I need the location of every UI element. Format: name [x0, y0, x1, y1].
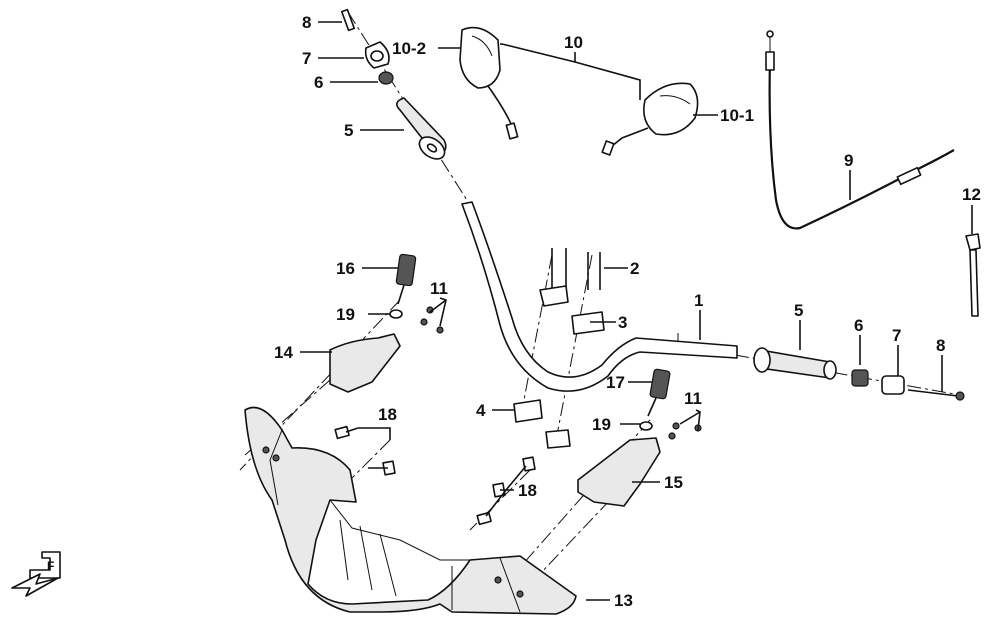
- handlebar: [461, 201, 738, 392]
- label-2: 2: [630, 259, 639, 278]
- label-15: 15: [664, 473, 683, 492]
- callout-labels: 8 7 6 5 10-2 10 10-1 9 12 2 3 4 1 5 6 7 …: [274, 13, 981, 610]
- clamp-assembly: [513, 248, 605, 449]
- label-10-1: 10-1: [720, 106, 754, 125]
- label-12: 12: [962, 185, 981, 204]
- label-5-left: 5: [344, 121, 353, 140]
- left-bracket: [329, 253, 444, 393]
- label-18-bottom: 18: [518, 481, 537, 500]
- label-11-left: 11: [430, 279, 448, 298]
- mirrors: [459, 26, 699, 156]
- label-6-left: 6: [314, 73, 323, 92]
- assembly-axes: [239, 11, 961, 596]
- label-19-right: 19: [592, 415, 611, 434]
- label-8-right: 8: [936, 336, 945, 355]
- right-grip-stack: [753, 347, 965, 401]
- label-16: 16: [336, 259, 355, 278]
- label-17: 17: [606, 373, 625, 392]
- label-7-right: 7: [892, 326, 901, 345]
- left-grip-stack: [340, 8, 447, 160]
- front-cover: [244, 406, 577, 615]
- label-4: 4: [476, 401, 486, 420]
- label-3: 3: [618, 313, 627, 332]
- label-10: 10: [564, 33, 583, 52]
- label-13: 13: [614, 591, 633, 610]
- label-11-right: 11: [684, 389, 702, 408]
- throttle-cable: [765, 30, 955, 230]
- label-5-right: 5: [794, 301, 803, 320]
- cable-tie: [965, 233, 981, 317]
- label-19-left: 19: [336, 305, 355, 324]
- label-7-left: 7: [302, 49, 311, 68]
- leader-lines: [300, 21, 973, 601]
- label-10-2: 10-2: [392, 39, 426, 58]
- label-14: 14: [274, 343, 293, 362]
- front-direction-marker: F: [11, 551, 61, 597]
- label-1: 1: [694, 291, 703, 310]
- clips: [334, 425, 536, 526]
- label-8-left: 8: [302, 13, 311, 32]
- label-9: 9: [844, 151, 853, 170]
- front-marker-text: F: [47, 559, 54, 573]
- label-18-top: 18: [378, 405, 397, 424]
- right-bracket: [577, 368, 702, 507]
- label-6-right: 6: [854, 316, 863, 335]
